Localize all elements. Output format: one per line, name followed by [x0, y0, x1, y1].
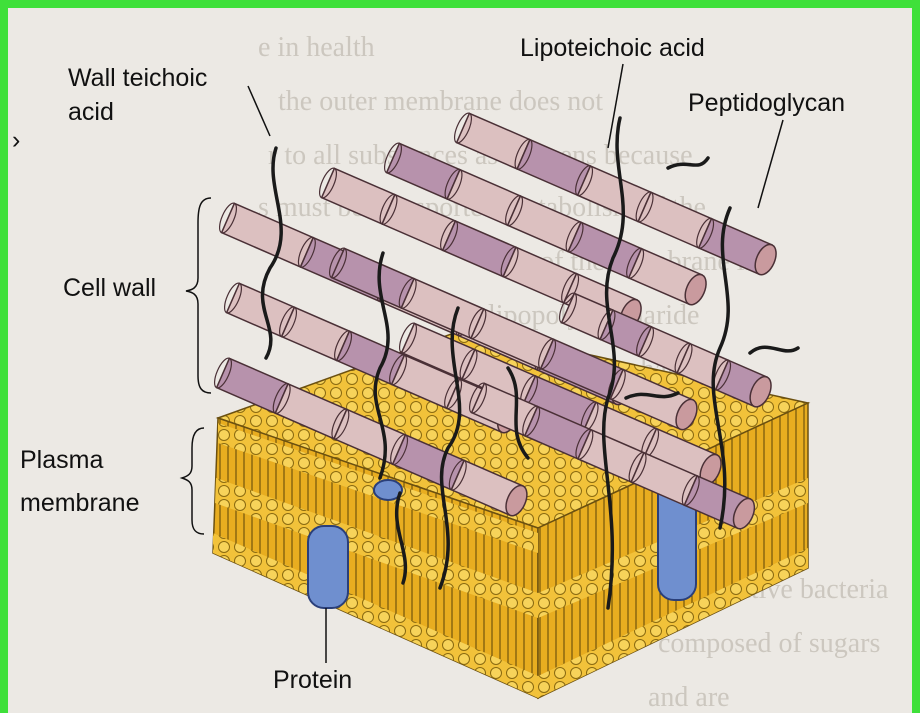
svg-text:membrane: membrane [20, 489, 140, 517]
svg-text:acid: acid [68, 98, 114, 126]
svg-text:Plasma: Plasma [20, 446, 103, 474]
svg-text:and are: and are [648, 682, 730, 713]
cell-wall-bracket [186, 198, 211, 393]
margin-arrow-mark: › [12, 126, 20, 154]
label-cell-wall: Cell wall [63, 198, 211, 393]
svg-text:e in health: e in health [258, 32, 375, 63]
svg-text:Wall teichoic: Wall teichoic [68, 64, 207, 92]
svg-text:Peptidoglycan: Peptidoglycan [688, 89, 845, 117]
svg-text:Cell wall: Cell wall [63, 274, 156, 302]
svg-text:Lipoteichoic acid: Lipoteichoic acid [520, 34, 705, 62]
label-wall-teichoic-acid: Wall teichoic acid [68, 64, 270, 136]
wall-teichoic-strand-4 [750, 347, 798, 353]
svg-text:Protein: Protein [273, 666, 352, 694]
svg-text:the outer membrane does not: the outer membrane does not [278, 86, 603, 117]
label-peptidoglycan: Peptidoglycan [688, 89, 845, 208]
label-protein: Protein [273, 608, 352, 694]
svg-text:composed of sugars: composed of sugars [658, 628, 880, 659]
cell-envelope-diagram: e in health the outer membrane does not … [8, 8, 912, 713]
membrane-protein-left [308, 526, 348, 608]
label-plasma-membrane: Plasma membrane [20, 428, 204, 534]
plasma-membrane-bracket [182, 428, 204, 534]
